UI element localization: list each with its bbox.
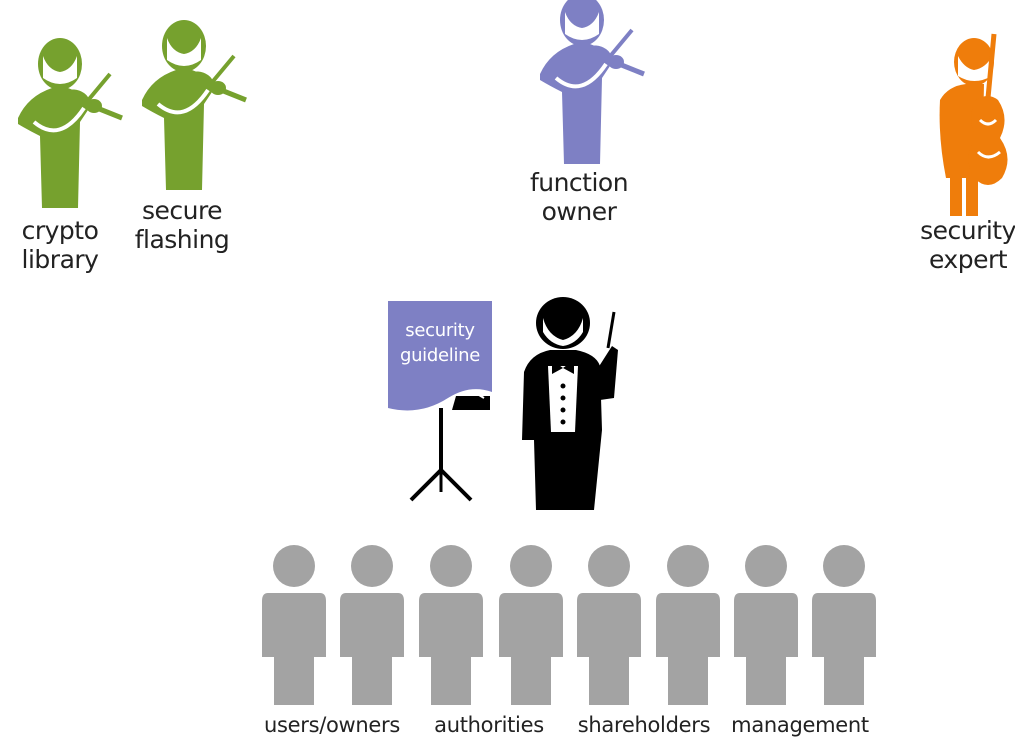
- person-icon: [812, 545, 876, 705]
- musician-label-function-owner: function owner: [529, 168, 629, 226]
- musician-label-security-expert: security expert: [920, 216, 1015, 274]
- musician-label-secure-flashing: secure flashing: [134, 196, 230, 254]
- music-stand-icon: [388, 301, 492, 502]
- audience-label-authorities: authorities: [434, 713, 544, 737]
- cellist-icon: [940, 34, 1008, 216]
- person-icon: [499, 545, 563, 705]
- violinist-icon: [18, 38, 122, 208]
- person-icon: [262, 545, 326, 705]
- audience-label-management: management: [731, 713, 869, 737]
- person-icon: [577, 545, 641, 705]
- violinist-icon: [142, 20, 246, 190]
- person-icon: [340, 545, 404, 705]
- musician-label-crypto-library: crypto library: [21, 216, 99, 274]
- audience-label-users-owners: users/owners: [263, 713, 401, 737]
- violinist-icon: [540, 0, 644, 164]
- audience: [262, 545, 876, 705]
- conductor-icon: [522, 297, 618, 510]
- audience-label-shareholders: shareholders: [577, 713, 711, 737]
- person-icon: [419, 545, 483, 705]
- person-icon: [734, 545, 798, 705]
- person-icon: [656, 545, 720, 705]
- security-guideline-sheet: security guideline: [399, 320, 481, 366]
